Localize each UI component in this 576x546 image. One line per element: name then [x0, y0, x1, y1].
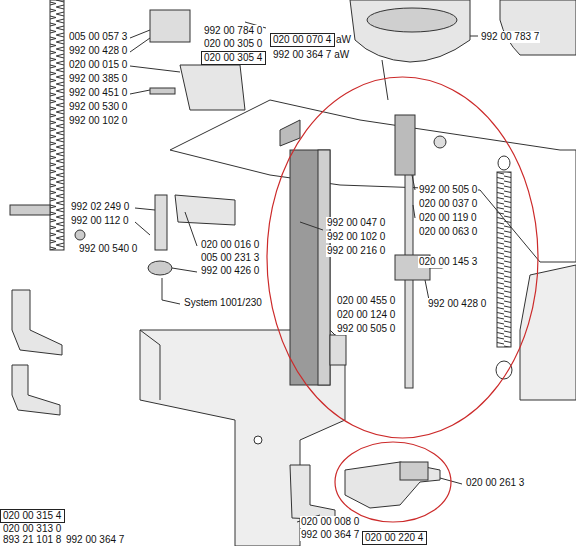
callout-number: 992 00 505 0 [336, 323, 396, 335]
callout-number: 992 00 428 0 [68, 45, 128, 57]
callout-number: 992 00 428 0 [427, 298, 487, 310]
callout-number: 020 00 063 0 [418, 226, 478, 238]
bracket [150, 10, 190, 42]
hole [254, 436, 262, 444]
callout-number: 020 00 015 0 [68, 59, 128, 71]
presser-foot [12, 365, 60, 415]
callout-number: 020 00 220 4 [365, 532, 424, 544]
callout-number: 020 00 008 0 [300, 516, 360, 528]
callout-number: 020 00 124 0 [336, 309, 396, 321]
callout-number: aW [335, 34, 352, 46]
callout-number: 020 00 119 0 [418, 212, 478, 224]
highlight-ellipse [267, 77, 538, 438]
callout-number: 992 00 505 0 [418, 184, 478, 196]
callout-number: 005 00 057 3 [68, 31, 128, 43]
callout-number: 020 00 016 0 [200, 239, 260, 251]
head-opening [367, 8, 457, 32]
part-number-box: 020 00 305 4 [201, 51, 266, 65]
stud [155, 195, 167, 250]
presser-foot [12, 290, 62, 355]
lifter-block [395, 115, 415, 175]
callout-number: 992 00 783 7 [480, 31, 540, 43]
callout-number: 005 00 231 3 [200, 252, 260, 264]
callout-number: System 1001/230 [183, 297, 263, 309]
head-part [500, 0, 576, 55]
foot-bracket [290, 465, 335, 520]
callout-number: 020 00 455 0 [336, 295, 396, 307]
rack-screw [10, 205, 50, 215]
presser-foot [345, 462, 440, 508]
base-edge [140, 330, 160, 400]
guide-clamp [330, 335, 346, 365]
tension-spring [497, 172, 511, 347]
part-number-box: 020 00 315 4 [0, 509, 65, 523]
callout-number: 992 00 112 0 [70, 215, 130, 227]
side-plate [520, 265, 576, 400]
callout-number: 020 00 070 4 [273, 34, 332, 46]
callout-number: 020 00 305 0 [203, 38, 263, 50]
callout-number: 020 00 315 4 [3, 510, 62, 522]
nut [148, 261, 172, 275]
circle-outline [265, 75, 540, 440]
callout-number: 020 00 305 4 [204, 52, 263, 64]
machine-arm [170, 100, 576, 262]
callout-number: 992 00 364 7 aW [272, 49, 350, 61]
highlight-circle: 992 00 505 0 020 00 037 0 020 00 119 0 020 … [265, 75, 540, 440]
part-number-box: 020 00 220 4 [362, 531, 427, 545]
callout-number: 992 02 249 0 [70, 201, 130, 213]
callout-number: 992 00 216 0 [326, 245, 386, 257]
callout-number: 992 00 364 7 [65, 534, 125, 546]
clamp-block [175, 195, 235, 225]
foot-shank [400, 462, 428, 480]
callout-number: 020 00 261 3 [465, 477, 525, 489]
knob [434, 136, 446, 148]
rack-bar [50, 0, 64, 250]
callout-number: 992 00 540 0 [78, 243, 138, 255]
callout-number: 020 00 145 3 [418, 256, 478, 268]
highlight-circle [335, 442, 451, 522]
callout-number: 992 00 364 7 [300, 529, 360, 541]
guide-face [318, 150, 330, 385]
callout-number: 992 00 102 0 [326, 231, 386, 243]
spring-eye [498, 156, 510, 170]
callout-number: 992 00 784 0 [203, 25, 263, 37]
arm-bore [280, 120, 300, 146]
presser-bar-guide [290, 150, 330, 385]
callout-number: 893 21 101 8 [2, 534, 62, 546]
callout-number: 992 00 102 0 [68, 115, 128, 127]
callout-number: 020 00 037 0 [418, 198, 478, 210]
bracket-block [180, 65, 245, 110]
part-number-box: 020 00 070 4 [270, 33, 335, 47]
callout-number: 992 00 426 0 [200, 265, 260, 277]
washer [75, 230, 85, 240]
callout-number: 992 00 385 0 [68, 73, 128, 85]
screw [150, 88, 175, 94]
callout-number: 992 00 451 0 [68, 87, 128, 99]
callout-number: 992 00 530 0 [68, 101, 128, 113]
machine-head [350, 0, 470, 62]
callout-number: 992 00 047 0 [326, 217, 386, 229]
